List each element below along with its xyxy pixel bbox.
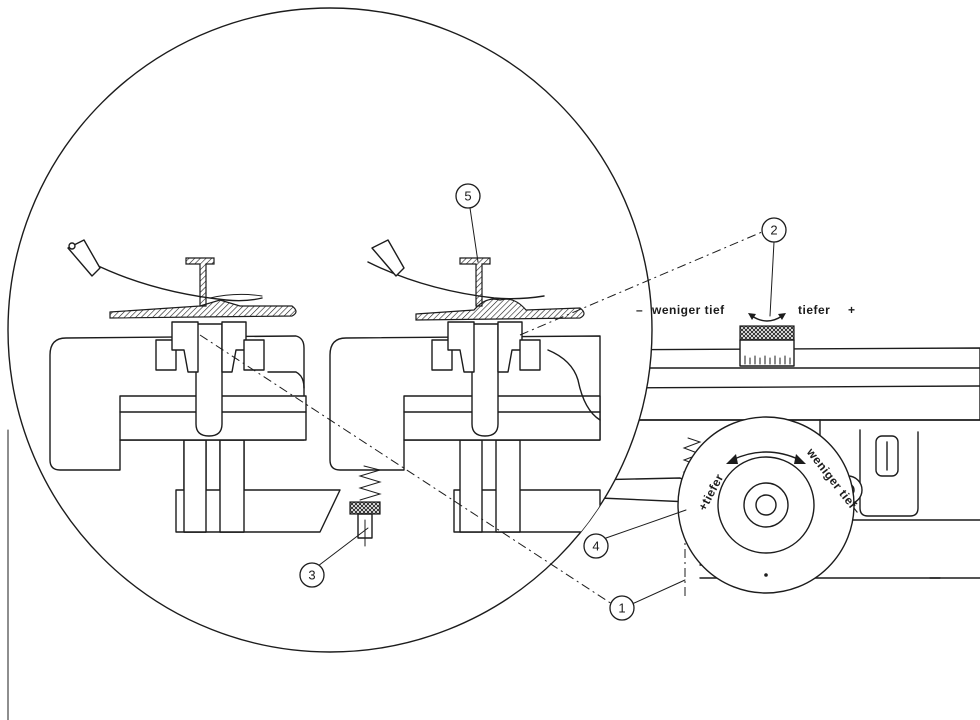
callout-5-number: 5: [464, 189, 471, 204]
callout-1-number: 1: [618, 601, 625, 616]
label-deeper: tiefer: [798, 303, 830, 317]
callout-5: 5: [455, 183, 481, 209]
callout-2-number: 2: [770, 223, 777, 238]
label-plus: +: [848, 303, 856, 317]
left-assembly: [49, 239, 341, 533]
callout-1: 1: [609, 595, 635, 621]
magnifier-circle: [7, 7, 653, 653]
callout-3: 3: [299, 562, 325, 588]
callout-4: 4: [583, 533, 609, 559]
label-less-deep: weniger tief: [651, 303, 725, 317]
callout-3-number: 3: [308, 568, 315, 583]
callout-2: 2: [761, 217, 787, 243]
leader-lines: [199, 207, 775, 605]
callout-4-number: 4: [592, 539, 599, 554]
right-assembly: [329, 239, 601, 547]
depth-dial: +tiefer weniger tief–: [677, 416, 864, 594]
label-minus: –: [636, 303, 643, 317]
machine-right: [559, 313, 980, 600]
